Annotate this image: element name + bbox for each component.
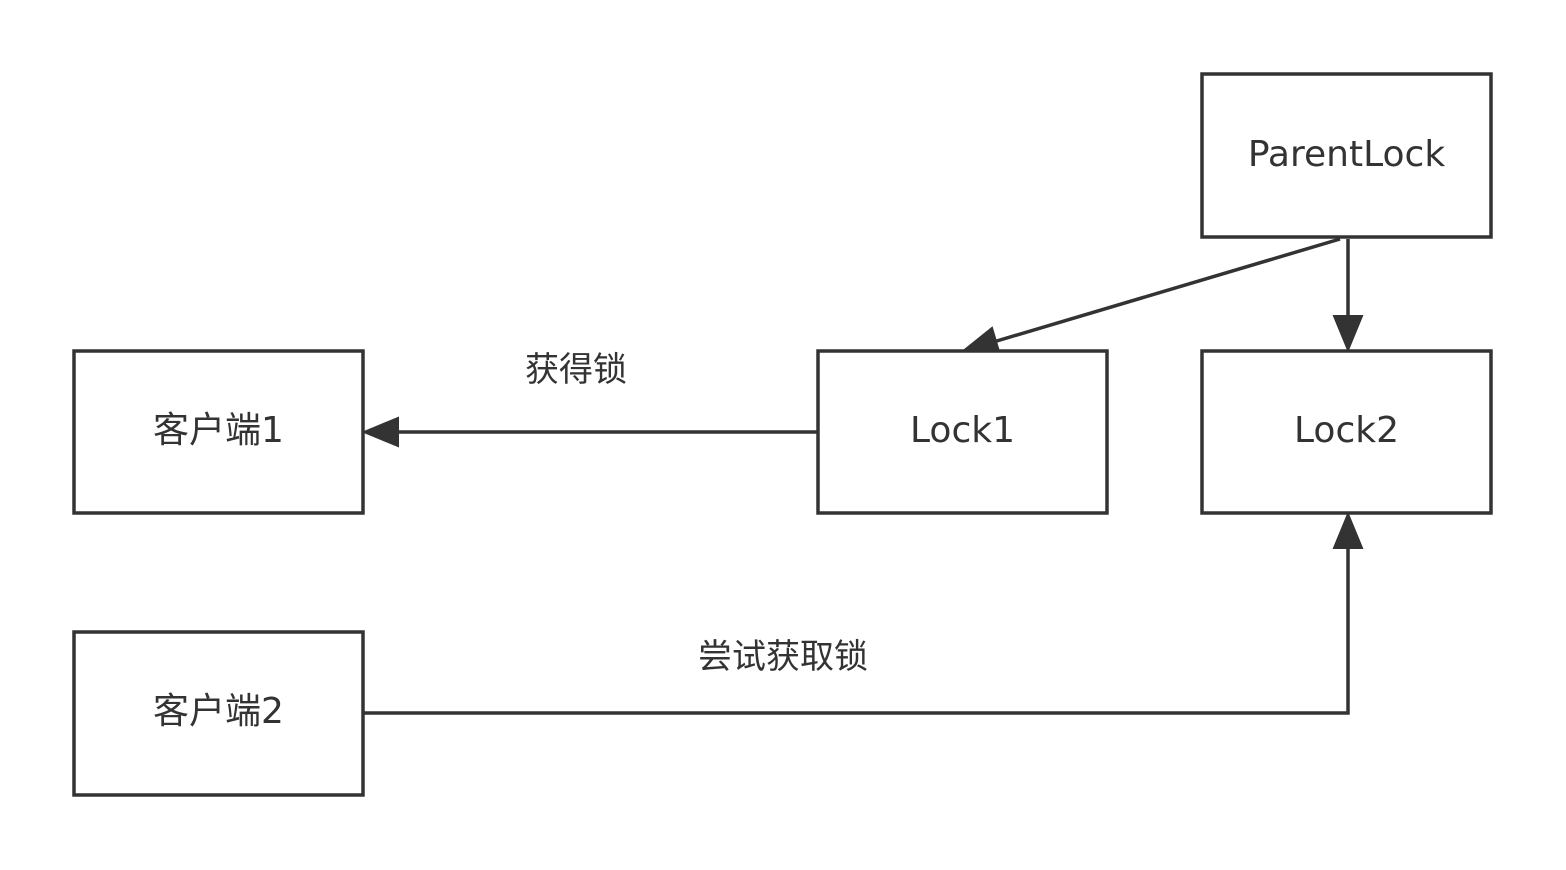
node-client1: 客户端1 (72, 349, 365, 515)
arrowhead (1332, 315, 1364, 353)
edge-parentlock-to-lock1 (959, 237, 1341, 357)
node-lock1: Lock1 (816, 349, 1109, 515)
node-label: Lock1 (910, 410, 1015, 451)
edge-client2-to-lock2 (364, 511, 1364, 715)
node-label: Lock2 (1294, 410, 1399, 451)
arrowhead (361, 416, 399, 448)
node-client2: 客户端2 (72, 630, 365, 797)
edge-lock1-to-client1 (361, 416, 818, 448)
edge-label-acquired-lock: 获得锁 (525, 350, 627, 390)
edge-label-try-acquire-lock: 尝试获取锁 (698, 637, 868, 677)
edge-parentlock-to-lock2 (1332, 239, 1364, 353)
node-parent-lock: ParentLock (1200, 72, 1493, 239)
arrowhead (1332, 511, 1364, 549)
node-label: 客户端2 (153, 691, 284, 732)
node-lock2: Lock2 (1200, 349, 1493, 515)
node-label: 客户端1 (153, 410, 284, 451)
node-label: ParentLock (1248, 134, 1445, 175)
